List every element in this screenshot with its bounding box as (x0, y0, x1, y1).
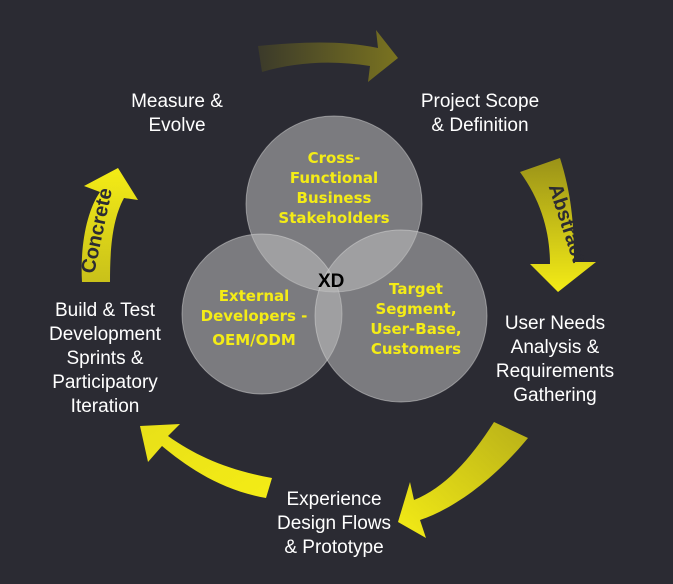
circle-customers-label: Target Segment, User-Base, Customers (370, 280, 462, 358)
concrete-arrow (81, 168, 138, 282)
step-build-test: Build & Test Development Sprints & Parti… (49, 300, 161, 417)
circle-developers-label: External Developers - OEM/ODM (200, 287, 308, 349)
abstract-arrow (520, 158, 596, 292)
circle-customers (314, 229, 488, 403)
step-user-needs: User Needs Analysis & Requirements Gathe… (495, 313, 615, 406)
bottom-right-cycle-arrow (398, 422, 528, 538)
circle-stakeholders-label: Cross- Functional Business Stakeholders (278, 149, 390, 227)
step-experience-design: Experience Design Flows & Prototype (276, 489, 392, 558)
step-project-scope: Project Scope & Definition (420, 91, 540, 136)
step-measure-evolve: Measure & Evolve (131, 91, 223, 136)
center-xd-label: XD (318, 271, 345, 292)
bottom-left-cycle-arrow (140, 424, 272, 498)
top-cycle-arrow (258, 30, 398, 82)
